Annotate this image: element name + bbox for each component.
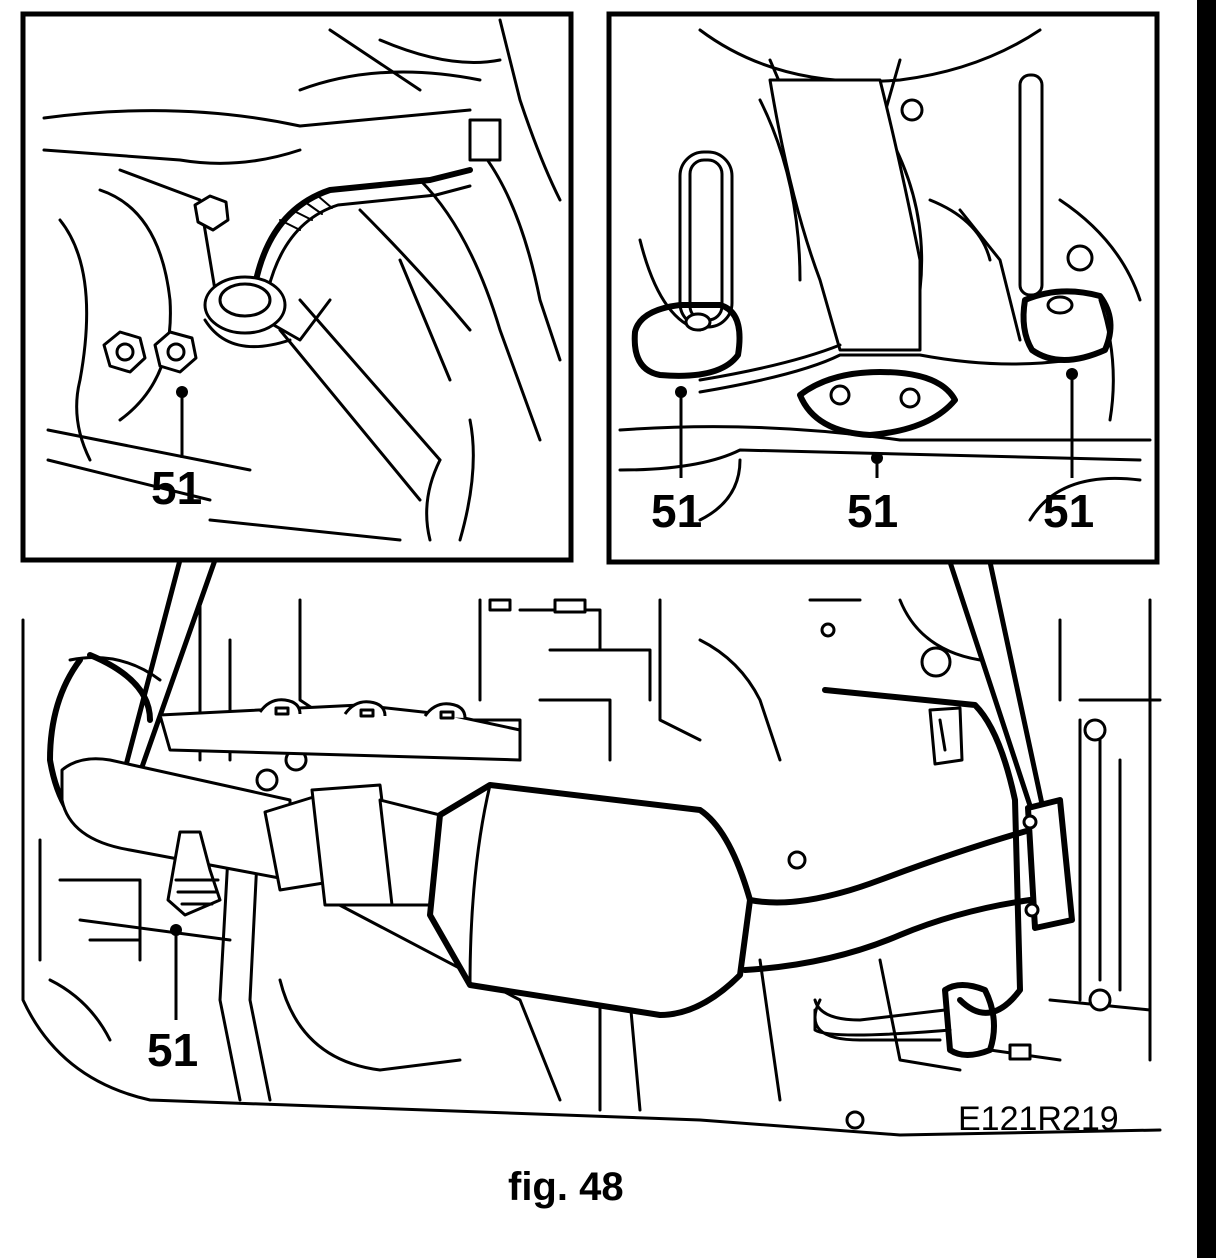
- right-inset-body-lines: [618, 28, 1152, 522]
- right-inset-callout-left: 51: [651, 485, 702, 537]
- main-view-tailpipe: [742, 797, 1075, 973]
- right-edge-band: [1197, 0, 1216, 1258]
- main-view-brackets: [158, 698, 522, 762]
- right-inset-callout-center: 51: [847, 485, 898, 537]
- left-inset-callout: 51: [151, 386, 202, 514]
- right-inset-callout-right: 51: [1043, 485, 1094, 537]
- figure-caption: fig. 48: [508, 1165, 624, 1209]
- left-inset-lambda-probe: [203, 118, 502, 349]
- drawing-code: E121R219: [958, 1100, 1119, 1138]
- right-inset-hangers: [631, 73, 1114, 379]
- left-inset-engine-lines: [42, 18, 562, 542]
- right-inset-callouts: 51 51 51: [651, 368, 1094, 537]
- left-inset-nuts: [102, 194, 230, 374]
- right-inset-pipe: [698, 78, 1072, 438]
- right-inset: 51 51 51: [606, 11, 1160, 565]
- main-view-lambda-sensor: 51: [147, 830, 222, 1076]
- left-inset: 51: [20, 11, 574, 563]
- left-inset-callout-number: 51: [151, 462, 202, 514]
- main-view-callout-number: 51: [147, 1024, 198, 1076]
- main-view-downpipe: [47, 652, 292, 882]
- main-view-catalytic-converter: [263, 782, 753, 1018]
- main-view: 51 E121R219: [21, 598, 1162, 1138]
- main-view-hangers: [813, 687, 1062, 1062]
